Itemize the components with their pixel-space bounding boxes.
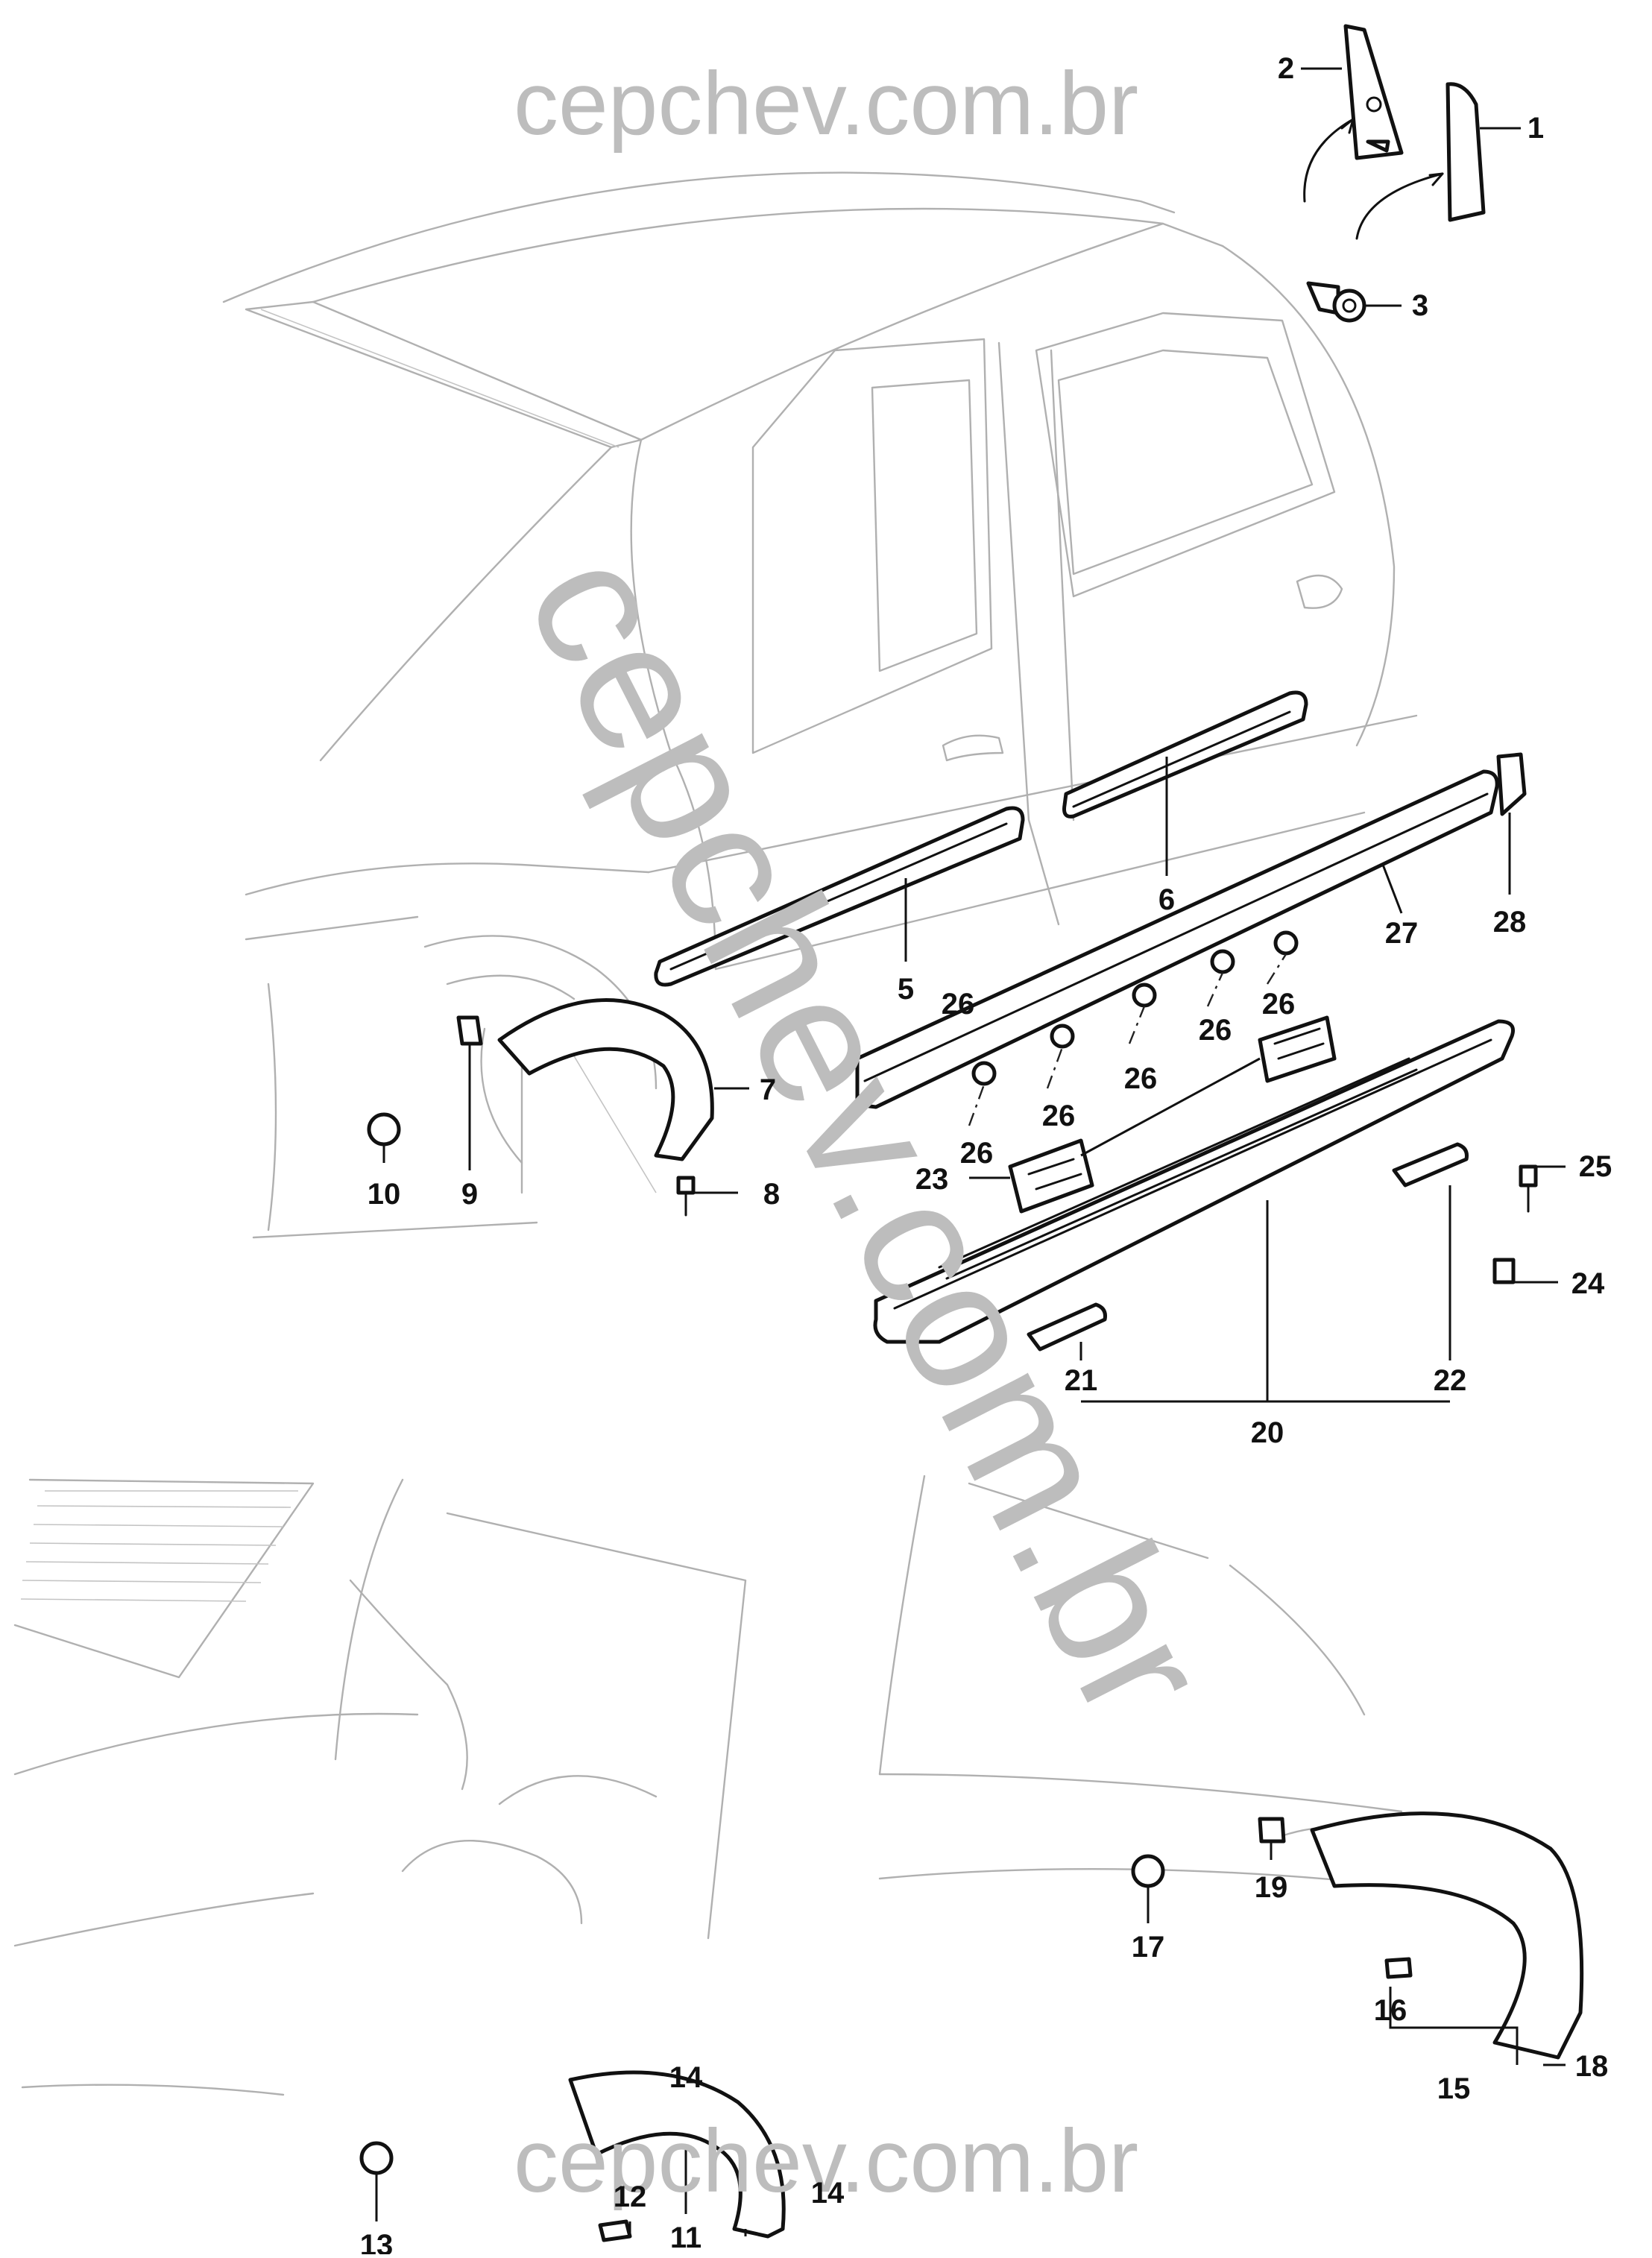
clip-9 xyxy=(456,1015,483,1046)
callout-7: 7 xyxy=(760,1073,776,1106)
callout-8: 8 xyxy=(763,1178,780,1211)
callout-13: 13 xyxy=(360,2229,394,2254)
callout-25: 25 xyxy=(1579,1150,1612,1183)
bracket-rear xyxy=(1392,1142,1469,1188)
callout-26-b: 26 xyxy=(1042,1100,1076,1132)
rocker-fasteners xyxy=(968,930,1299,1126)
nut-13 xyxy=(359,2141,394,2175)
callout-14-a: 14 xyxy=(669,2061,703,2094)
callout-26-e: 26 xyxy=(1262,988,1296,1021)
bracket-front xyxy=(1027,1302,1107,1352)
callout-1: 1 xyxy=(1528,112,1544,145)
rear-door-molding xyxy=(1062,690,1308,819)
callout-9: 9 xyxy=(461,1178,478,1211)
callout-26-a: 26 xyxy=(960,1137,994,1170)
rear-sedan-view xyxy=(13,1478,747,2096)
callout-17: 17 xyxy=(1132,1931,1165,1964)
nut-10 xyxy=(367,1112,401,1147)
callout-3: 3 xyxy=(1412,289,1428,322)
screw-16 xyxy=(1384,1957,1413,1979)
callout-22: 22 xyxy=(1434,1364,1467,1397)
rocker-clips xyxy=(1008,1015,1337,1214)
callout-2: 2 xyxy=(1278,52,1294,85)
rear-wheel-flare-sedan xyxy=(568,2070,786,2239)
rocker-end-cap xyxy=(1496,752,1527,816)
clip-19 xyxy=(1258,1817,1286,1844)
leader-lines xyxy=(375,67,1566,2236)
watermark-bottom: cepchev.com.br xyxy=(514,2111,1138,2211)
callout-24: 24 xyxy=(1571,1267,1605,1300)
screw-8 xyxy=(676,1176,696,1195)
nut-17 xyxy=(1131,1854,1165,1888)
callout-20: 20 xyxy=(1251,1416,1284,1449)
callout-26-f: 26 xyxy=(942,988,975,1021)
rivet-25 xyxy=(1519,1164,1538,1188)
callout-5: 5 xyxy=(898,973,914,1006)
watermark-top: cepchev.com.br xyxy=(514,54,1138,154)
quarter-trim-parts xyxy=(1303,24,1486,323)
screw-12 xyxy=(598,2219,632,2242)
callout-14-b: 14 xyxy=(811,2177,845,2210)
callout-28: 28 xyxy=(1493,906,1527,939)
callout-19: 19 xyxy=(1255,1871,1288,1904)
callout-16: 16 xyxy=(1374,1994,1407,2027)
callout-labels: 2 1 3 5 6 7 8 9 10 27 28 26 26 26 26 26 … xyxy=(360,52,1612,2258)
screw-24 xyxy=(1492,1258,1516,1284)
callout-23: 23 xyxy=(915,1163,949,1196)
callout-18: 18 xyxy=(1575,2050,1609,2083)
rocker-molding-upper xyxy=(855,769,1499,1109)
callout-6: 6 xyxy=(1158,883,1175,916)
rear-wheel-flare-wagon xyxy=(1310,1811,1584,2060)
callout-26-d: 26 xyxy=(1199,1014,1232,1047)
callout-10: 10 xyxy=(368,1178,401,1211)
callout-11: 11 xyxy=(670,2221,702,2254)
callout-21: 21 xyxy=(1065,1364,1098,1397)
callout-26-c: 26 xyxy=(1124,1062,1158,1095)
watermark-diagonal: cepchev.com.br xyxy=(488,520,1249,1749)
callout-27: 27 xyxy=(1385,917,1419,950)
callout-12: 12 xyxy=(614,2180,647,2213)
front-wheel-flare xyxy=(497,997,714,1161)
callout-15: 15 xyxy=(1437,2072,1471,2105)
